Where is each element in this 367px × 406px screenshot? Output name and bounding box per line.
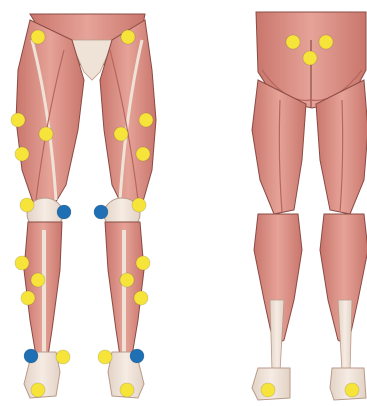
yellow-marker [134,291,148,305]
yellow-marker [31,273,45,287]
yellow-marker [303,51,317,65]
yellow-marker [39,127,53,141]
yellow-marker [56,350,70,364]
yellow-marker [11,113,25,127]
blue-marker [24,349,38,363]
blue-marker [94,205,108,219]
yellow-marker [286,35,300,49]
yellow-marker [136,256,150,270]
yellow-marker [121,30,135,44]
yellow-marker [132,198,146,212]
blue-marker [57,205,71,219]
yellow-marker [15,256,29,270]
yellow-marker [136,147,150,161]
yellow-marker [261,383,275,397]
yellow-marker [120,383,134,397]
back-view [252,12,367,400]
yellow-marker [345,383,359,397]
yellow-marker [31,383,45,397]
yellow-marker [21,291,35,305]
back-right-achilles [338,300,352,372]
yellow-marker [20,198,34,212]
back-left-achilles [270,300,284,372]
blue-marker [130,349,144,363]
yellow-marker [114,127,128,141]
yellow-marker [139,113,153,127]
yellow-marker [15,147,29,161]
yellow-marker [98,350,112,364]
yellow-marker [120,273,134,287]
yellow-marker [319,35,333,49]
yellow-marker [31,30,45,44]
